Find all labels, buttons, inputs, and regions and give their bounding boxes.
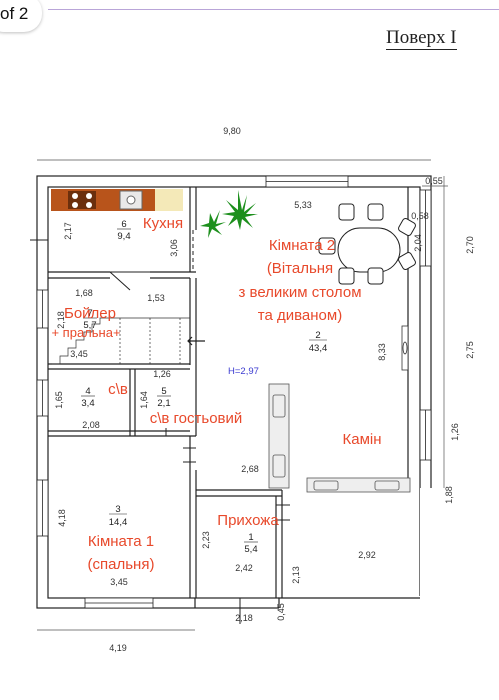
room-4-number: 4 <box>85 386 90 397</box>
dim-2-42: 2,42 <box>235 563 253 573</box>
dim-0-55: 0,55 <box>425 176 443 186</box>
room-1-label: Прихожа <box>217 512 279 529</box>
dining-table <box>318 203 416 285</box>
dim-3-45-bed: 3,45 <box>110 577 128 587</box>
staircase <box>52 317 190 365</box>
room-2-label-line2: (Вітальня <box>267 260 333 277</box>
dim-0-45: 0,45 <box>276 603 286 621</box>
room-2-label-line3: з великим столом <box>238 284 361 301</box>
room-3-number: 3 <box>115 504 120 515</box>
room-3-label-line2: (спальня) <box>88 556 155 573</box>
room-6-number: 6 <box>121 219 126 230</box>
plant-icon <box>200 190 258 238</box>
dim-2-08: 2,08 <box>82 420 100 430</box>
plan-title: Поверх І <box>386 27 457 50</box>
room-2-label-line1: Кімната 2 <box>269 237 335 254</box>
dim-2-68: 2,68 <box>241 464 259 474</box>
dim-2-92: 2,92 <box>358 550 376 560</box>
dim-1-64: 1,64 <box>139 391 149 409</box>
dim-1-68: 1,68 <box>75 288 93 298</box>
dim-1-53: 1,53 <box>147 293 165 303</box>
sofa <box>268 383 411 493</box>
fireplace-label: Камін <box>342 431 381 448</box>
dim-2-13: 2,13 <box>291 566 301 584</box>
room-2-area: 43,4 <box>309 343 328 354</box>
room-4-label: с\в <box>108 381 128 398</box>
windows <box>36 175 432 609</box>
fireplace <box>401 325 409 371</box>
room-1-area: 5,4 <box>244 544 257 555</box>
room-5-number: 5 <box>161 386 166 397</box>
room-2-label-line4: та диваном) <box>258 307 342 324</box>
room-6-label: Кухня <box>143 215 183 232</box>
dimension-lines <box>37 159 448 631</box>
dim-1-26-right: 1,26 <box>450 423 460 441</box>
room-7-area: 5,7 <box>83 320 96 331</box>
dim-2-18-bottom: 2,18 <box>235 613 253 623</box>
dim-8-33: 8,33 <box>377 343 387 361</box>
dim-1-88: 1,88 <box>444 486 454 504</box>
room-5-label: с\в гостьовий <box>150 410 243 427</box>
room-7-number: 7 <box>87 308 92 319</box>
room-7-label-line2: + пральна+ <box>51 325 120 340</box>
kitchen-counter <box>51 189 183 211</box>
room-3-area: 14,4 <box>109 517 128 528</box>
divider <box>48 9 499 10</box>
room-1-number: 1 <box>248 532 253 543</box>
dim-2-23: 2,23 <box>201 531 211 549</box>
room-7-label-line1: Бойлер <box>64 305 116 322</box>
dim-1-65: 1,65 <box>54 391 64 409</box>
interior-walls <box>48 187 409 598</box>
dim-bottom-total: 4,19 <box>109 643 127 653</box>
room-2-number: 2 <box>315 330 320 341</box>
doors <box>30 239 290 624</box>
page-indicator: of 2 <box>0 0 43 32</box>
dim-2-04: 2,04 <box>413 234 423 252</box>
dim-3-45-stairs: 3,45 <box>70 349 88 359</box>
room-4-area: 3,4 <box>81 398 94 409</box>
dim-3-06: 3,06 <box>169 239 179 257</box>
dim-top-total: 9,80 <box>223 126 241 136</box>
stair-arrow-icon <box>187 336 205 346</box>
dim-2-70: 2,70 <box>465 236 475 254</box>
room-3-label-line1: Кімната 1 <box>88 533 154 550</box>
dim-2-75: 2,75 <box>465 341 475 359</box>
dim-1-26-wc: 1,26 <box>153 369 171 379</box>
room-6-area: 9,4 <box>117 231 130 242</box>
ceiling-height: H=2,97 <box>228 366 259 377</box>
dim-2-17: 2,17 <box>63 222 73 240</box>
l-shape-cutout <box>278 488 433 610</box>
dim-0-58: 0,58 <box>411 211 429 221</box>
dim-4-18: 4,18 <box>57 509 67 527</box>
dim-2-18-left: 2,18 <box>56 311 66 329</box>
room-5-area: 2,1 <box>157 398 170 409</box>
dim-5-33: 5,33 <box>294 200 312 210</box>
